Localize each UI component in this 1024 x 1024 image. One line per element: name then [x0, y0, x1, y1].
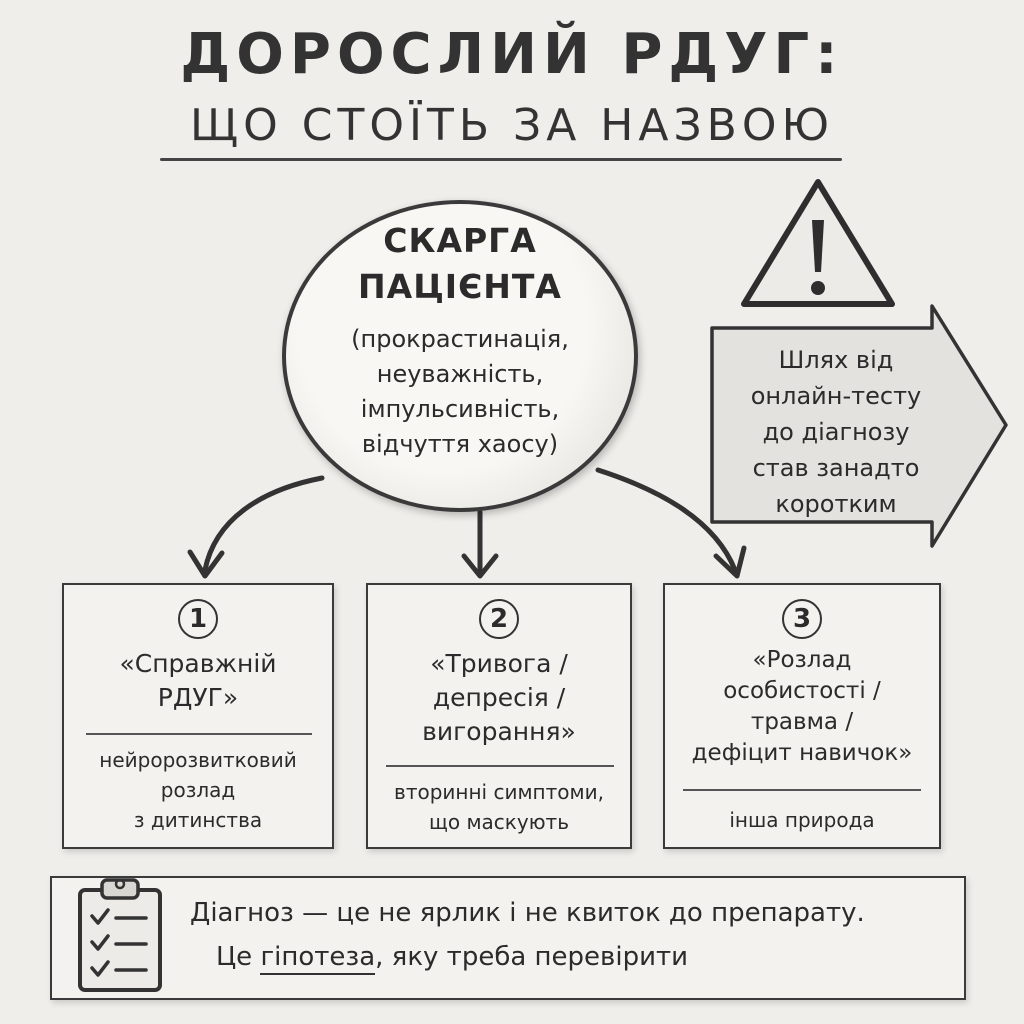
arrow-to-card-1: [202, 475, 325, 573]
card-number-badge: 3: [782, 599, 822, 639]
clipboard-checklist-icon: [78, 878, 162, 992]
card-number-badge: 2: [479, 599, 519, 639]
footer-note-box: [50, 876, 966, 1000]
card-true-adhd: 1 «Справжній РДУГ» нейророзвитковий розл…: [62, 583, 334, 849]
callout-text: Шлях від онлайн-тесту до діагнозу став з…: [750, 346, 922, 518]
card-title: «Розлад особистості / травма / дефіцит н…: [691, 647, 913, 766]
patient-complaint-circle: [282, 200, 638, 512]
card-subtitle: нейророзвитковий розлад з дитинства: [99, 748, 297, 832]
arrow-to-card-3: [595, 467, 738, 573]
card-divider: [386, 765, 614, 767]
footer-line-1: Діагноз — це не ярлик і не квиток до пре…: [190, 898, 865, 928]
page-title: ДОРОСЛИЙ РДУГ:: [180, 22, 844, 87]
title-underline: [160, 158, 842, 161]
page-subtitle: ЩО СТОЇТЬ ЗА НАЗВОЮ: [189, 100, 834, 151]
footer-line-2: Це гіпотеза, яку треба перевірити: [216, 942, 688, 975]
card-divider: [86, 733, 312, 735]
card-personality-trauma: 3 «Розлад особистості / травма / дефіцит…: [663, 583, 941, 849]
card-number-badge: 1: [178, 599, 218, 639]
hypothesis-emphasis: гіпотеза: [260, 942, 376, 975]
card-subtitle: інша природа: [729, 808, 875, 832]
card-divider: [683, 789, 921, 791]
card-title: «Тривога / депресія / вигорання»: [422, 649, 576, 746]
card-title: «Справжній РДУГ»: [119, 649, 277, 712]
circle-title: СКАРГА ПАЦІЄНТА: [358, 221, 562, 306]
callout-arrow-shape: [710, 304, 1008, 548]
warning-triangle-icon: [741, 179, 895, 307]
card-anxiety-depression: 2 «Тривога / депресія / вигорання» втори…: [366, 583, 632, 849]
card-subtitle: вторинні симптоми, що маскують: [394, 780, 604, 834]
circle-details: (прокрастинація, неуважність, імпульсивн…: [351, 325, 569, 458]
